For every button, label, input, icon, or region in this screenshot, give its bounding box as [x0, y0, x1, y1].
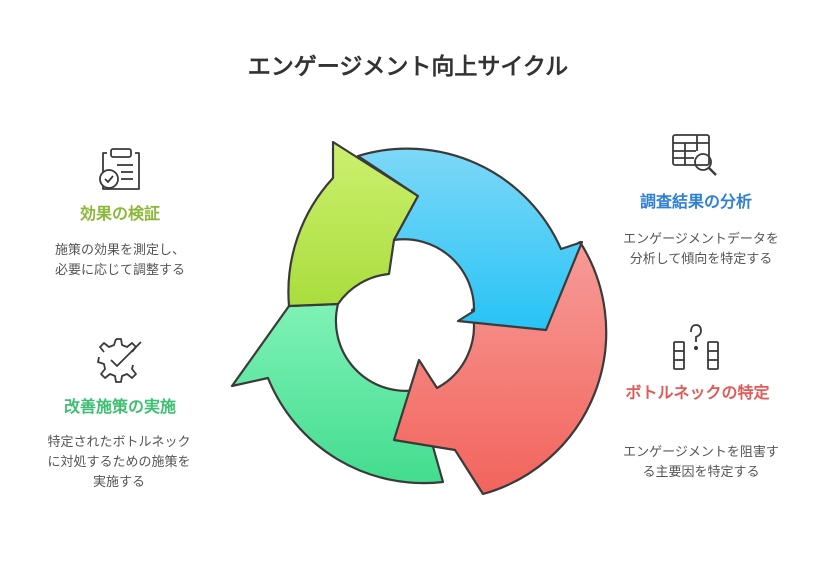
clipboard-check-icon [99, 148, 140, 190]
step-implementation-heading: 改善施策の実施 [63, 397, 176, 416]
step-implementation-description: 特定されたボトルネックに対処するための施策を実施する [47, 435, 191, 490]
step-verification-heading: 効果の検証 [79, 204, 160, 223]
cycle-segment-implementation [230, 302, 445, 485]
page-title: エンゲージメント向上サイクル [247, 54, 569, 80]
cycle-segment-analysis [356, 147, 584, 332]
table-search-icon [672, 134, 717, 176]
step-verification-description: 施策の効果を測定し、必要に応じて調整する [54, 243, 185, 278]
cycle-segment-verification [287, 140, 420, 308]
step-bottleneck-description: エンゲージメントを阻害する主要因を特定する [623, 445, 779, 480]
bottleneck-question-icon [673, 324, 719, 370]
step-analysis-heading: 調査結果の分析 [639, 192, 752, 211]
gear-check-icon [97, 338, 142, 383]
step-bottleneck-heading: ボトルネックの特定 [625, 383, 770, 402]
step-analysis-description: エンゲージメントデータを分析して傾向を特定する [623, 232, 779, 267]
